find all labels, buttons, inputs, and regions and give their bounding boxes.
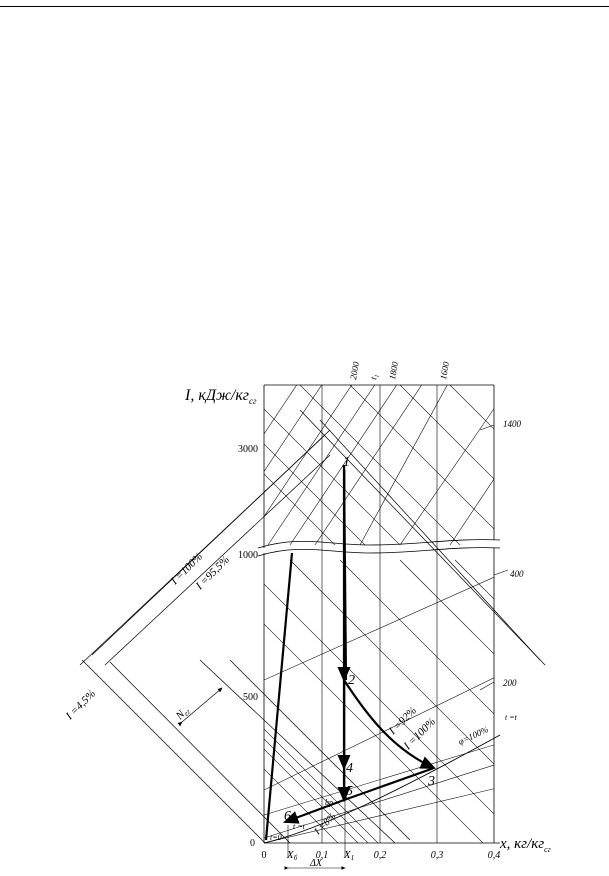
x-marker-xb: Xб <box>286 849 298 862</box>
x-gridlines <box>321 385 438 843</box>
construction-lines <box>79 409 546 844</box>
x-marker-x1: X1 <box>343 849 354 862</box>
x-axis-label: x, кг/кгсг <box>499 836 551 854</box>
x-tick-0-3: 0,3 <box>431 850 444 861</box>
upper-chart-frame <box>263 384 495 548</box>
point-5-label: 5 <box>346 784 353 799</box>
delta-x-label: ΔX <box>309 858 323 869</box>
eta-8-label: I =8% <box>312 811 339 838</box>
point-6-label: 6 <box>284 809 291 824</box>
y-tick-500: 500 <box>243 692 258 703</box>
temp-1800: 1800 <box>387 360 400 380</box>
y-axis-label: I, кДж/кгсг <box>184 387 257 406</box>
axis-break <box>257 539 501 557</box>
x-tick-0-4: 0,4 <box>488 850 501 861</box>
t1-label: t1 <box>368 373 381 381</box>
x-tick-0: 0 <box>262 850 267 861</box>
point-1-label: 1 <box>343 455 350 470</box>
n-segment <box>177 687 223 727</box>
x-tick-0-1: 0,1 <box>316 850 329 861</box>
lower-isotherms <box>264 559 494 843</box>
temp-400: 400 <box>510 569 524 579</box>
point-3-label: 3 <box>427 774 435 789</box>
page-top-rule <box>0 6 609 7</box>
y-tick-0: 0 <box>250 838 255 849</box>
temp-1400: 1400 <box>503 419 522 429</box>
bp-label: bp <box>325 798 333 807</box>
y-tick-3000: 3000 <box>238 444 258 455</box>
x-tick-0-2: 0,2 <box>374 850 387 861</box>
process-curves <box>264 464 436 841</box>
saturation-curve <box>263 734 501 844</box>
point-4-label: 4 <box>346 761 353 776</box>
leader-lines <box>479 424 509 691</box>
temp-2000: 2000 <box>348 360 361 380</box>
temp-200: 200 <box>503 678 517 688</box>
y-tick-1000: 1000 <box>238 550 258 561</box>
n-label: Nег <box>173 704 192 723</box>
lower-chart-frame <box>263 548 500 844</box>
upper-isotherms <box>264 385 494 545</box>
point-2-label: 2 <box>348 673 355 688</box>
eta-4-5-label: I =4,5% <box>63 688 98 723</box>
t0-label: t=0 <box>270 833 282 842</box>
t-dew-label-low: t =t <box>293 822 306 831</box>
temp-1600: 1600 <box>438 360 451 380</box>
t-dew-label: t =t <box>505 713 518 722</box>
